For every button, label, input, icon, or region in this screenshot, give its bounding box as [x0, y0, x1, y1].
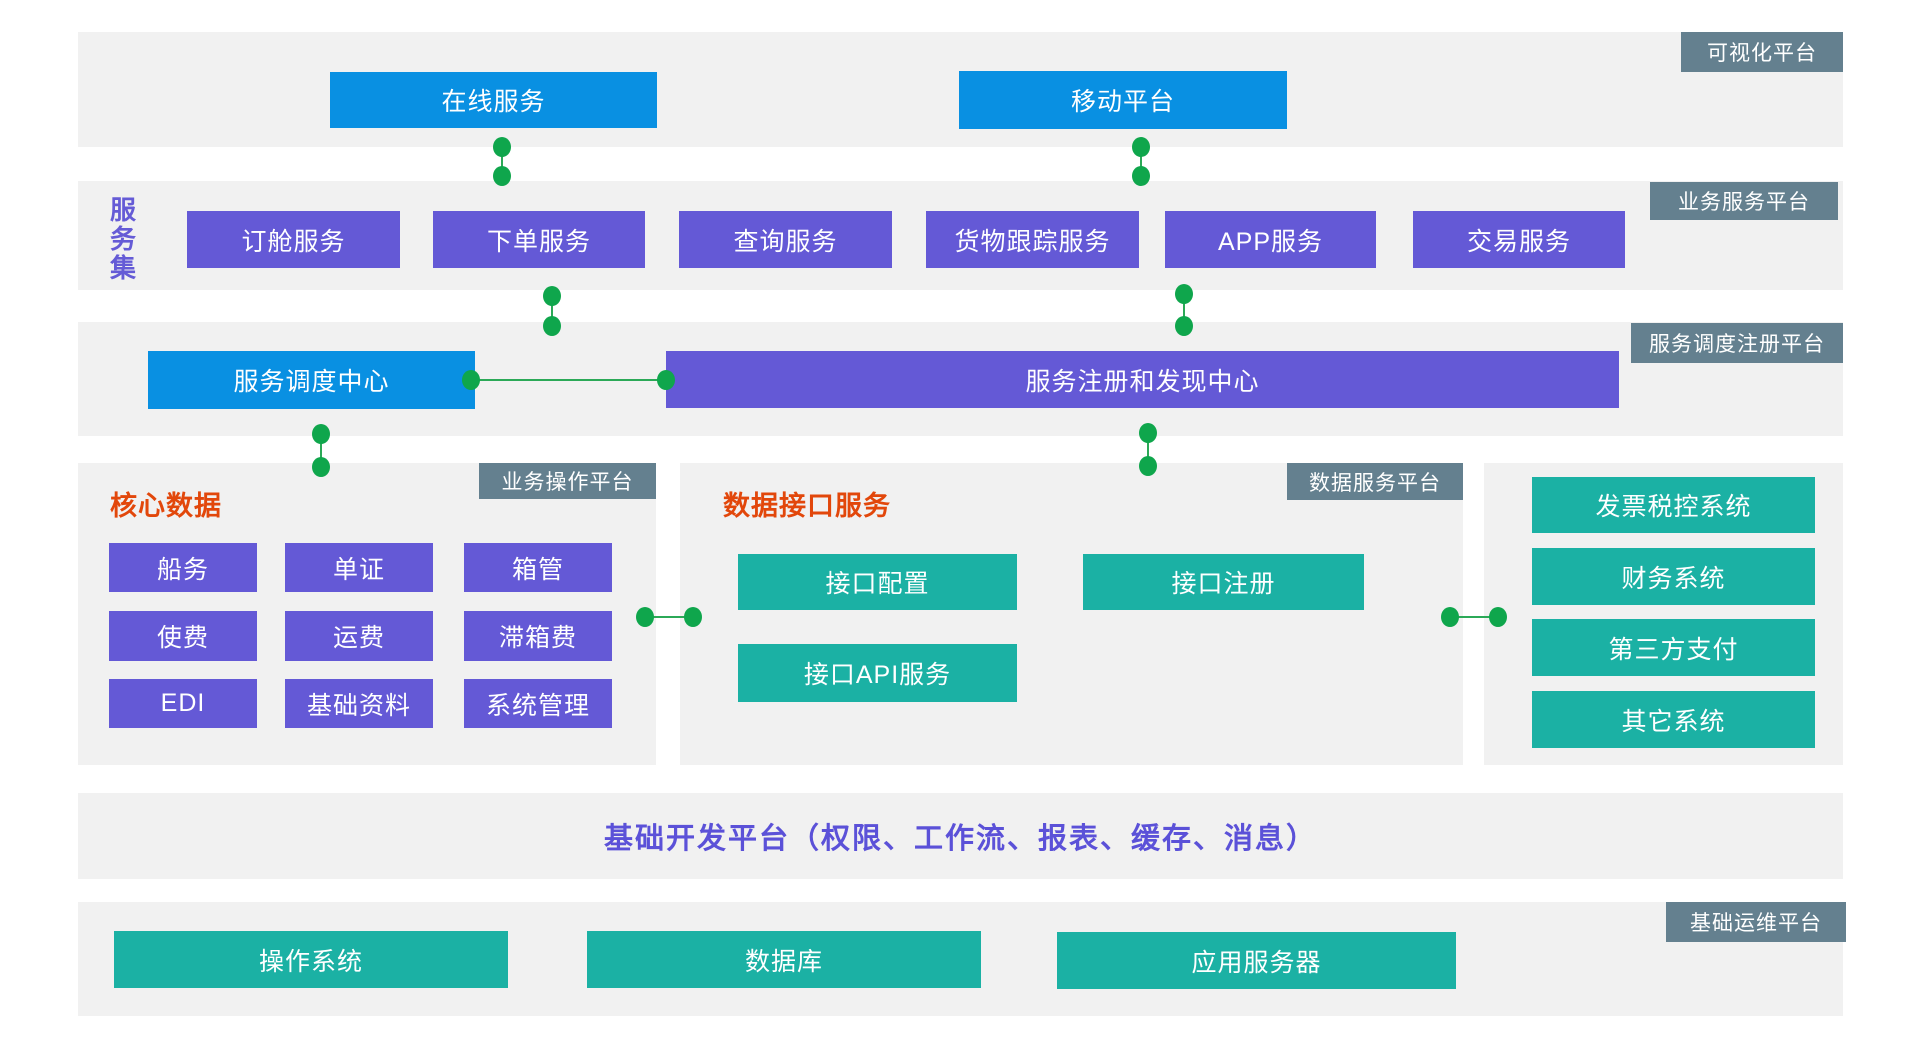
- connector-line: [645, 616, 693, 618]
- connector-dot: [1175, 316, 1193, 336]
- connector-dispatch-to-registry: [462, 370, 675, 390]
- connector-dot: [1132, 137, 1150, 157]
- node-order-service: 下单服务: [433, 211, 645, 268]
- connector-dot: [657, 370, 675, 390]
- badge-business-service-platform: 业务服务平台: [1650, 182, 1838, 220]
- connector-dot: [493, 166, 511, 186]
- node-demurrage: 滞箱费: [464, 611, 612, 661]
- node-interface-api-service: 接口API服务: [738, 644, 1017, 702]
- node-app-service: APP服务: [1165, 211, 1376, 268]
- title-dev-platform: 基础开发平台（权限、工作流、报表、缓存、消息）: [603, 823, 1317, 855]
- title-core-data: 核心数据: [110, 491, 222, 521]
- panel-data-service-platform: [680, 463, 1463, 765]
- connector-dot: [1139, 423, 1157, 443]
- connector-app-to-registry: [1175, 284, 1193, 336]
- connector-line: [501, 147, 503, 176]
- connector-dot: [1175, 284, 1193, 304]
- connector-line: [471, 379, 666, 381]
- node-base-data: 基础资料: [285, 679, 433, 728]
- node-service-registry-discovery-center: 服务注册和发现中心: [666, 351, 1619, 408]
- connector-dot: [1489, 607, 1507, 627]
- badge-data-service-platform: 数据服务平台: [1287, 463, 1463, 500]
- connector-mobile-to-services: [1132, 137, 1150, 186]
- connector-online-to-services: [493, 137, 511, 186]
- node-container-management: 箱管: [464, 543, 612, 592]
- node-shipping: 船务: [109, 543, 257, 592]
- connector-registry-to-data-panel: [1139, 423, 1157, 476]
- connector-operation-to-data-panel: [636, 607, 702, 627]
- badge-business-operation-platform: 业务操作平台: [479, 463, 656, 499]
- connector-order-to-dispatch: [543, 286, 561, 336]
- node-database: 数据库: [587, 931, 981, 988]
- badge-visualization-platform: 可视化平台: [1681, 32, 1843, 72]
- node-service-dispatch-center: 服务调度中心: [148, 351, 475, 409]
- node-third-party-payment: 第三方支付: [1532, 619, 1815, 676]
- node-invoice-tax-system: 发票税控系统: [1532, 477, 1815, 533]
- node-edi: EDI: [109, 679, 257, 728]
- connector-dot: [312, 424, 330, 444]
- band-dev-platform: [78, 793, 1843, 879]
- node-freight: 运费: [285, 611, 433, 661]
- connector-dot: [684, 607, 702, 627]
- connector-line: [320, 434, 322, 467]
- connector-line: [551, 296, 553, 326]
- connector-line: [1140, 147, 1142, 176]
- badge-ops-platform: 基础运维平台: [1666, 902, 1846, 942]
- badge-dispatch-registry-platform: 服务调度注册平台: [1631, 323, 1843, 363]
- connector-line: [1147, 433, 1149, 466]
- node-documents: 单证: [285, 543, 433, 592]
- node-interface-config: 接口配置: [738, 554, 1017, 610]
- node-port-charges: 使费: [109, 611, 257, 661]
- connector-dot: [543, 316, 561, 336]
- node-query-service: 查询服务: [679, 211, 892, 268]
- connector-dot: [1139, 456, 1157, 476]
- node-application-server: 应用服务器: [1057, 932, 1456, 989]
- connector-dot: [462, 370, 480, 390]
- connector-dot: [1132, 166, 1150, 186]
- label-service-set: 服务集: [109, 195, 136, 283]
- node-online-service: 在线服务: [330, 72, 657, 128]
- connector-dot: [1441, 607, 1459, 627]
- node-finance-system: 财务系统: [1532, 548, 1815, 605]
- connector-dispatch-to-operation-panel: [312, 424, 330, 477]
- connector-line: [1183, 294, 1185, 326]
- connector-dot: [493, 137, 511, 157]
- node-operating-system: 操作系统: [114, 931, 508, 988]
- node-other-systems: 其它系统: [1532, 691, 1815, 748]
- connector-dot: [312, 457, 330, 477]
- node-system-management: 系统管理: [464, 679, 612, 728]
- connector-data-panel-to-external: [1441, 607, 1507, 627]
- node-interface-register: 接口注册: [1083, 554, 1364, 610]
- node-booking-service: 订舱服务: [187, 211, 400, 268]
- node-cargo-tracking-service: 货物跟踪服务: [926, 211, 1139, 268]
- node-mobile-platform: 移动平台: [959, 71, 1287, 129]
- connector-dot: [543, 286, 561, 306]
- connector-dot: [636, 607, 654, 627]
- node-trade-service: 交易服务: [1413, 211, 1625, 268]
- connector-line: [1450, 616, 1498, 618]
- title-data-interface-service: 数据接口服务: [723, 491, 891, 521]
